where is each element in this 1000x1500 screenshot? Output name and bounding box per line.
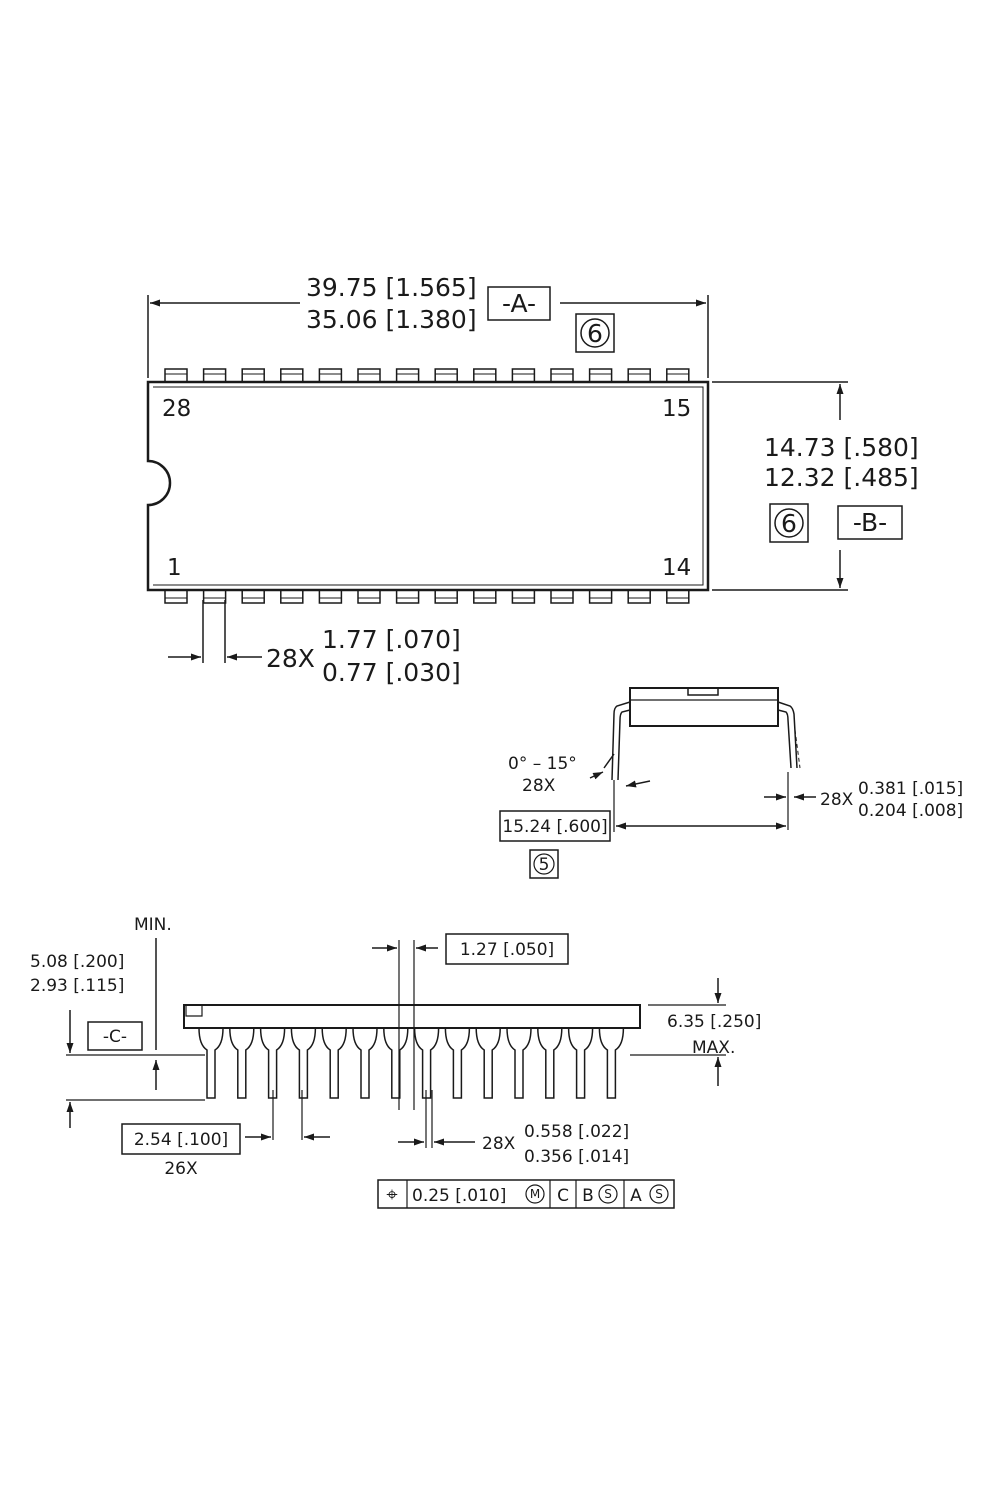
top-lead [666,368,690,383]
side-lead [413,1027,440,1099]
top-lead [357,368,381,383]
side-lead-count-label: 28X [482,1134,516,1154]
side-lead [383,1027,409,1099]
top-lead [627,368,651,383]
position-symbol: ⌖ [386,1182,397,1206]
side-lead [259,1027,286,1099]
bottom-lead-row [164,589,690,604]
modifier-m: M [530,1187,540,1201]
width-max-label: 14.73 [.580] [764,433,919,462]
end-view-right-lead [777,701,798,769]
bottom-lead [395,589,420,604]
min-label: MIN. [134,915,172,935]
pin-15-label: 15 [662,396,691,422]
length-min-label: 35.06 [1.380] [306,305,477,334]
thickness-max-label: 0.381 [.015] [858,779,963,799]
top-lead [473,368,497,383]
side-lead [352,1027,378,1099]
end-view-left-lead [611,701,631,781]
top-lead [164,368,188,383]
lead-width-max-label: 1.77 [.070] [322,625,461,654]
modifier-s-b: S [604,1187,612,1201]
bottom-lead [434,589,458,604]
length-max-label: 39.75 [1.565] [306,273,477,302]
pin-28-label: 28 [162,396,191,422]
bottom-lead [550,589,574,604]
top-lead [202,368,227,383]
position-tolerance-frame: ⌖ 0.25 [.010] M C B S A S [377,1179,675,1209]
modifier-s-a: S [655,1187,663,1201]
package-body-outline [146,380,710,592]
seat-max-label: 5.08 [.200] [30,952,124,972]
top-lead [395,368,420,383]
side-lead [506,1027,532,1099]
side-lead [229,1027,255,1099]
top-lead [588,368,613,383]
top-view: 28 15 1 14 39.75 [1.565] 35.06 [1.380] -… [146,273,919,687]
bottom-lead [511,589,536,604]
seat-min-label: 2.93 [.115] [30,976,124,996]
bottom-lead [202,589,227,604]
pin-14-label: 14 [662,555,691,581]
top-lead [280,368,304,383]
datum-b-label: -B- [853,508,887,537]
end-view: 0° – 15° 28X 28X 0.381 [.015] 0.204 [.00… [499,687,963,879]
datum-ref-a: A [630,1186,642,1206]
top-lead [241,368,265,383]
pitch-label: 2.54 [.100] [134,1130,228,1150]
bottom-lead [473,589,497,604]
note-5-spacing: 5 [539,855,550,875]
bottom-lead [666,589,690,604]
angle-count-label: 28X [522,776,556,796]
lead-count-label: 28X [266,644,315,673]
top-lead-row [164,368,690,383]
bottom-lead [588,589,613,604]
side-lead [537,1027,563,1099]
note-6-width: 6 [781,509,797,538]
bottom-lead [164,589,188,604]
thickness-count-label: 28X [820,790,854,810]
side-lead [321,1027,347,1099]
side-lead [567,1027,594,1099]
side-lead [198,1027,224,1099]
side-lead [290,1027,317,1099]
side-view: MIN. 5.08 [.200] 2.93 [.115] -C- 1.27 [.… [30,915,761,1179]
side-lead [444,1027,471,1099]
height-note-label: MAX. [692,1038,735,1058]
thickness-min-label: 0.204 [.008] [858,801,963,821]
bottom-lead [627,589,651,604]
side-view-body [183,1004,641,1029]
datum-ref-c: C [557,1186,569,1206]
top-lead [434,368,458,383]
package-body-inner-outline [153,386,704,586]
lead-width-min-label: 0.77 [.030] [322,658,461,687]
width-min-label: 12.32 [.485] [764,463,919,492]
end-view-body [629,687,779,727]
side-lead-width-min-label: 0.356 [.014] [524,1147,629,1167]
side-view-lead-row [198,1027,625,1099]
bottom-lead [241,589,265,604]
top-lead [550,368,574,383]
bottom-lead [318,589,343,604]
bottom-lead [280,589,304,604]
height-label: 6.35 [.250] [667,1012,761,1032]
datum-ref-b: B [582,1186,594,1206]
pin-1-label: 1 [167,555,182,581]
top-lead [318,368,343,383]
tolerance-value: 0.25 [.010] [412,1186,506,1206]
angle-label: 0° – 15° [508,754,577,774]
top-lead [511,368,536,383]
bottom-lead [357,589,381,604]
datum-a-label: -A- [502,289,536,318]
side-lead-width-max-label: 0.558 [.022] [524,1122,629,1142]
side-lead [598,1027,625,1099]
datum-c-label: -C- [103,1027,127,1047]
side-lead [475,1027,501,1099]
note-6-length: 6 [587,319,603,348]
end-lead-label: 1.27 [.050] [460,940,554,960]
pitch-count-label: 26X [164,1159,198,1179]
row-spacing-label: 15.24 [.600] [502,817,607,837]
